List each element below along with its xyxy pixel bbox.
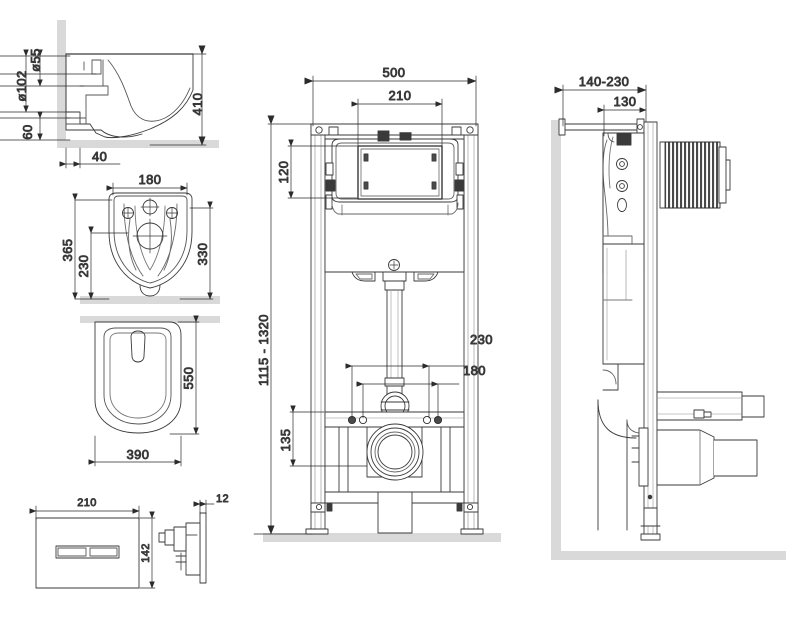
view-flush-plate-front [35,517,140,589]
dim-depth-130: 130 [614,94,637,109]
view-toilet-back [108,192,193,297]
dim-height-330: 330 [195,243,210,266]
dim-wall-offset-140-230: 140-230 [579,74,630,89]
dim-width-390: 390 [127,447,150,462]
view-flush-plate-side [158,512,207,584]
dim-inspection-120: 120 [276,161,291,184]
view-toilet-side [65,53,194,139]
dim-length-550: 550 [181,367,196,390]
dims-toilet-side [0,45,207,169]
dim-outlet-135: 135 [278,429,293,452]
view-toilet-top [94,321,182,434]
dim-offset-40: 40 [92,149,107,164]
dim-plate-height-142: 142 [140,543,152,563]
dim-diameter-55: ø55 [28,48,43,72]
dims-toilet-back [72,182,214,300]
dims-frame-side [554,84,647,137]
dims-flush-plate-front [29,505,156,589]
dim-diameter-102: ø102 [14,70,29,101]
dim-bolt-spacing-230: 230 [470,332,493,347]
dim-height-410: 410 [190,93,205,116]
dim-width-180: 180 [139,172,162,187]
dim-height-230: 230 [76,255,91,278]
dim-frame-width-500: 500 [383,65,406,80]
dim-inspection-210: 210 [389,88,412,103]
dims-frame-front [253,75,477,535]
view-frame-front [305,123,484,535]
wall-reference-lines [57,20,786,560]
dim-plate-width-210: 210 [77,497,97,509]
dim-plate-depth-12: 12 [216,493,229,505]
dim-frame-height-range: 1115 - 1320 [256,314,271,386]
dims-flush-plate-side [193,499,215,515]
dim-height-365: 365 [60,239,75,262]
view-frame-side [558,118,765,541]
dim-bolt-spacing-180: 180 [463,363,486,378]
dims-toilet-top [88,315,200,467]
dim-height-60: 60 [20,124,35,139]
